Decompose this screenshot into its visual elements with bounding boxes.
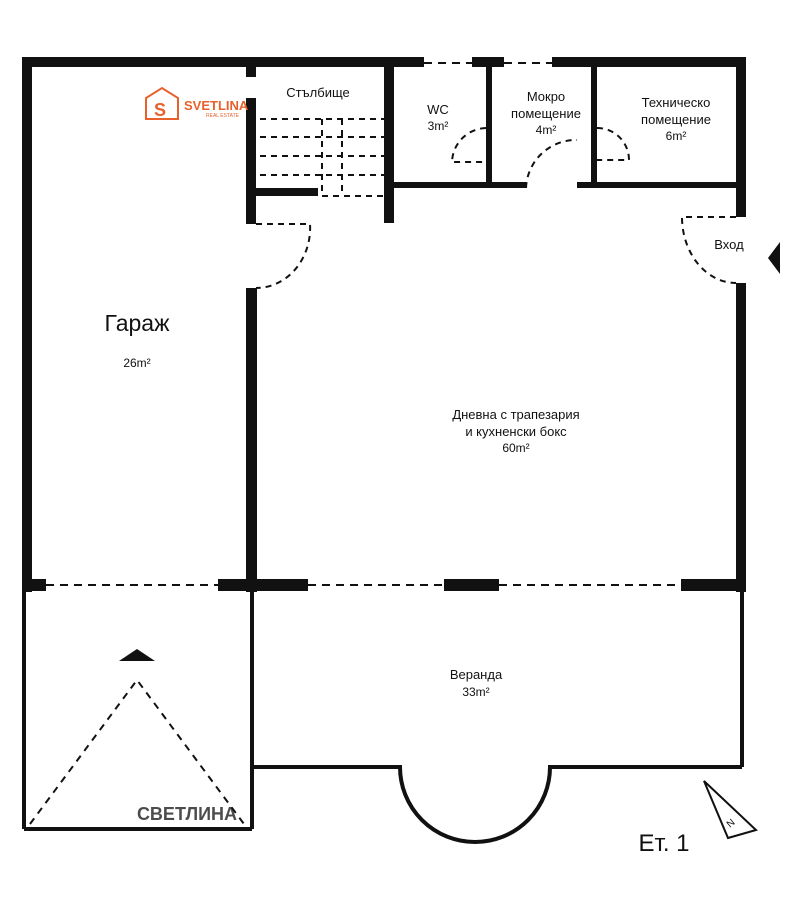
walls xyxy=(22,57,746,592)
label-living-1: Дневна с трапезария xyxy=(452,407,579,422)
area-wet: 4m² xyxy=(536,123,557,137)
wall-garage-post-right xyxy=(218,579,256,591)
compass-letter: N xyxy=(725,817,738,830)
label-wc: WC xyxy=(427,102,449,117)
wall-stair-bottom xyxy=(246,188,318,196)
openings xyxy=(46,62,681,586)
door-wc xyxy=(450,127,487,163)
label-stairs: Стълбище xyxy=(286,85,350,100)
wall-stair-left xyxy=(246,98,256,224)
area-tech: 6m² xyxy=(666,129,687,143)
veranda-bottom-bay xyxy=(252,765,742,844)
room-labels: Стълбище WC 3m² Мокро помещение 4m² Техн… xyxy=(105,85,745,699)
wall-wet-tech xyxy=(591,67,597,185)
label-living-2: и кухненски бокс xyxy=(465,424,567,439)
label-tech-1: Техническо xyxy=(642,95,711,110)
label-tech-2: помещение xyxy=(641,112,711,127)
wall-service-bottom-right xyxy=(577,182,741,188)
door-entrance xyxy=(680,216,737,284)
wall-top-right xyxy=(552,57,746,67)
driveway-triangle xyxy=(29,678,245,825)
wall-left xyxy=(22,57,32,592)
area-living: 60m² xyxy=(502,441,529,455)
wall-garage-living xyxy=(246,288,257,592)
logo: S SVETLINA REAL ESTATE xyxy=(145,86,249,120)
wall-service-bottom-left xyxy=(394,182,526,188)
logo-house-icon xyxy=(145,86,179,120)
area-wc: 3m² xyxy=(428,119,449,133)
wall-right-lower xyxy=(736,283,746,592)
staircase xyxy=(260,118,384,197)
area-garage: 26m² xyxy=(123,356,150,370)
wall-right-upper xyxy=(736,57,746,217)
area-veranda: 33m² xyxy=(462,685,489,699)
wall-stair-top xyxy=(246,67,256,77)
door-tech xyxy=(596,127,631,161)
garage-arrow-icon xyxy=(119,649,155,661)
label-wet-1: Мокро xyxy=(527,89,565,104)
entrance-arrow-icon xyxy=(768,242,780,274)
driveway-marks xyxy=(29,649,245,825)
wall-wc-wet xyxy=(486,67,492,185)
door-garage xyxy=(255,223,312,290)
label-veranda: Веранда xyxy=(450,667,503,682)
wall-veranda-post-3 xyxy=(681,579,744,591)
logo-letter: S xyxy=(154,100,166,120)
wall-top-mid xyxy=(472,57,504,67)
wall-garage-post-left xyxy=(22,579,46,591)
compass-needle xyxy=(703,780,758,840)
wall-veranda-post-2 xyxy=(444,579,499,591)
doors xyxy=(255,127,737,290)
wall-veranda-post-1 xyxy=(256,579,308,591)
wall-top-left xyxy=(22,57,424,67)
floor-label: Ет. 1 xyxy=(638,830,689,857)
label-entrance: Вход xyxy=(714,237,744,252)
logo-brand: SVETLINA xyxy=(184,98,249,113)
door-wet-left xyxy=(525,138,578,189)
label-garage: Гараж xyxy=(105,310,171,336)
watermark-text: СВЕТЛИНА xyxy=(137,804,237,824)
thin-walls xyxy=(22,590,744,844)
compass-icon: N xyxy=(703,780,758,840)
wall-wc-left xyxy=(384,67,394,223)
label-wet-2: помещение xyxy=(511,106,581,121)
logo-subtitle: REAL ESTATE xyxy=(206,113,240,119)
